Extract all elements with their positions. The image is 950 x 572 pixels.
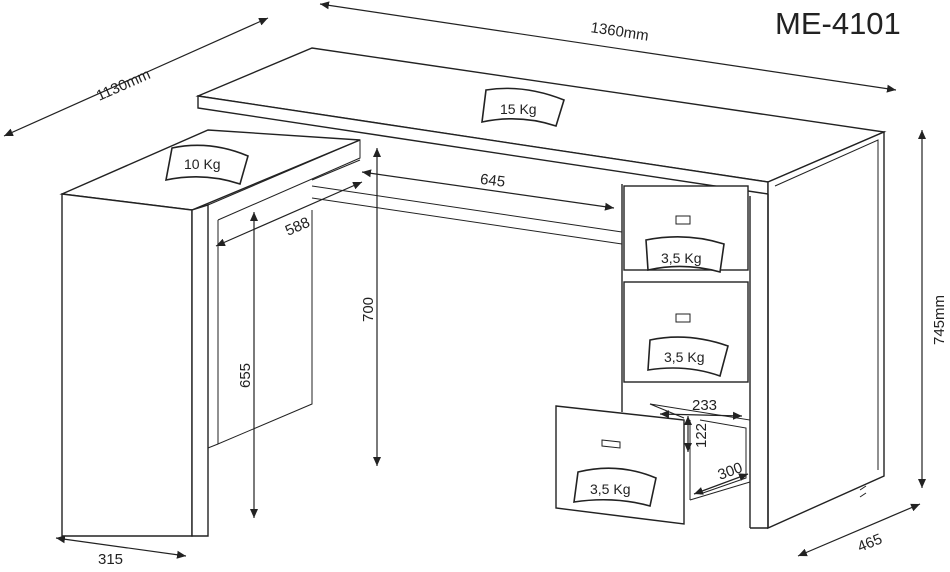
svg-text:3,5 Kg: 3,5 Kg [590,481,630,497]
weight-badge-drawer-3: 3,5 Kg [573,467,657,507]
drawer-depth-dim-line [693,473,749,495]
height-label: 745mm [931,295,948,345]
return-front-panel [61,193,193,537]
drawer-handle-icon [675,313,691,323]
return-desk [59,129,361,537]
drawer-handle-icon [675,215,691,225]
svg-text:3,5 Kg: 3,5 Kg [664,349,704,365]
depth-label: 1130mm [94,66,153,105]
drawer-handle-icon [601,439,621,449]
dimension-lines [3,1,926,559]
width-dim-line [319,1,897,93]
return-width-dim-line [55,535,187,559]
knee-width-label: 645 [479,171,506,191]
weight-badge-top-main: 15 Kg [481,87,565,128]
width-label: 1360mm [590,19,650,44]
return-width-label: 315 [98,551,123,567]
drawer-height-label: 122 [693,423,710,448]
knee-height-label: 700 [360,297,377,322]
knee-width-dim-line [361,169,615,211]
cabinet-depth-dim-line [797,503,921,557]
return-depth-label: 588 [283,214,313,240]
svg-text:10 Kg: 10 Kg [184,156,221,172]
model-code: ME-4101 [775,6,901,41]
return-depth-dim-line [215,181,363,247]
svg-text:15 Kg: 15 Kg [500,101,537,117]
drawer-width-label: 233 [692,397,717,414]
svg-text:3,5 Kg: 3,5 Kg [661,250,701,266]
drawer-width-dim-line [659,410,743,420]
cabinet-depth-label: 465 [855,531,885,556]
return-height-label: 655 [237,363,254,388]
drawer-3-open [555,403,751,525]
cabinet-side [767,130,885,530]
weight-badge-drawer-2: 3,5 Kg [647,336,729,378]
weight-badge-top-return: 10 Kg [164,144,249,186]
depth-dim-line [3,17,269,137]
weight-badge-drawer-1: 3,5 Kg [645,236,725,274]
